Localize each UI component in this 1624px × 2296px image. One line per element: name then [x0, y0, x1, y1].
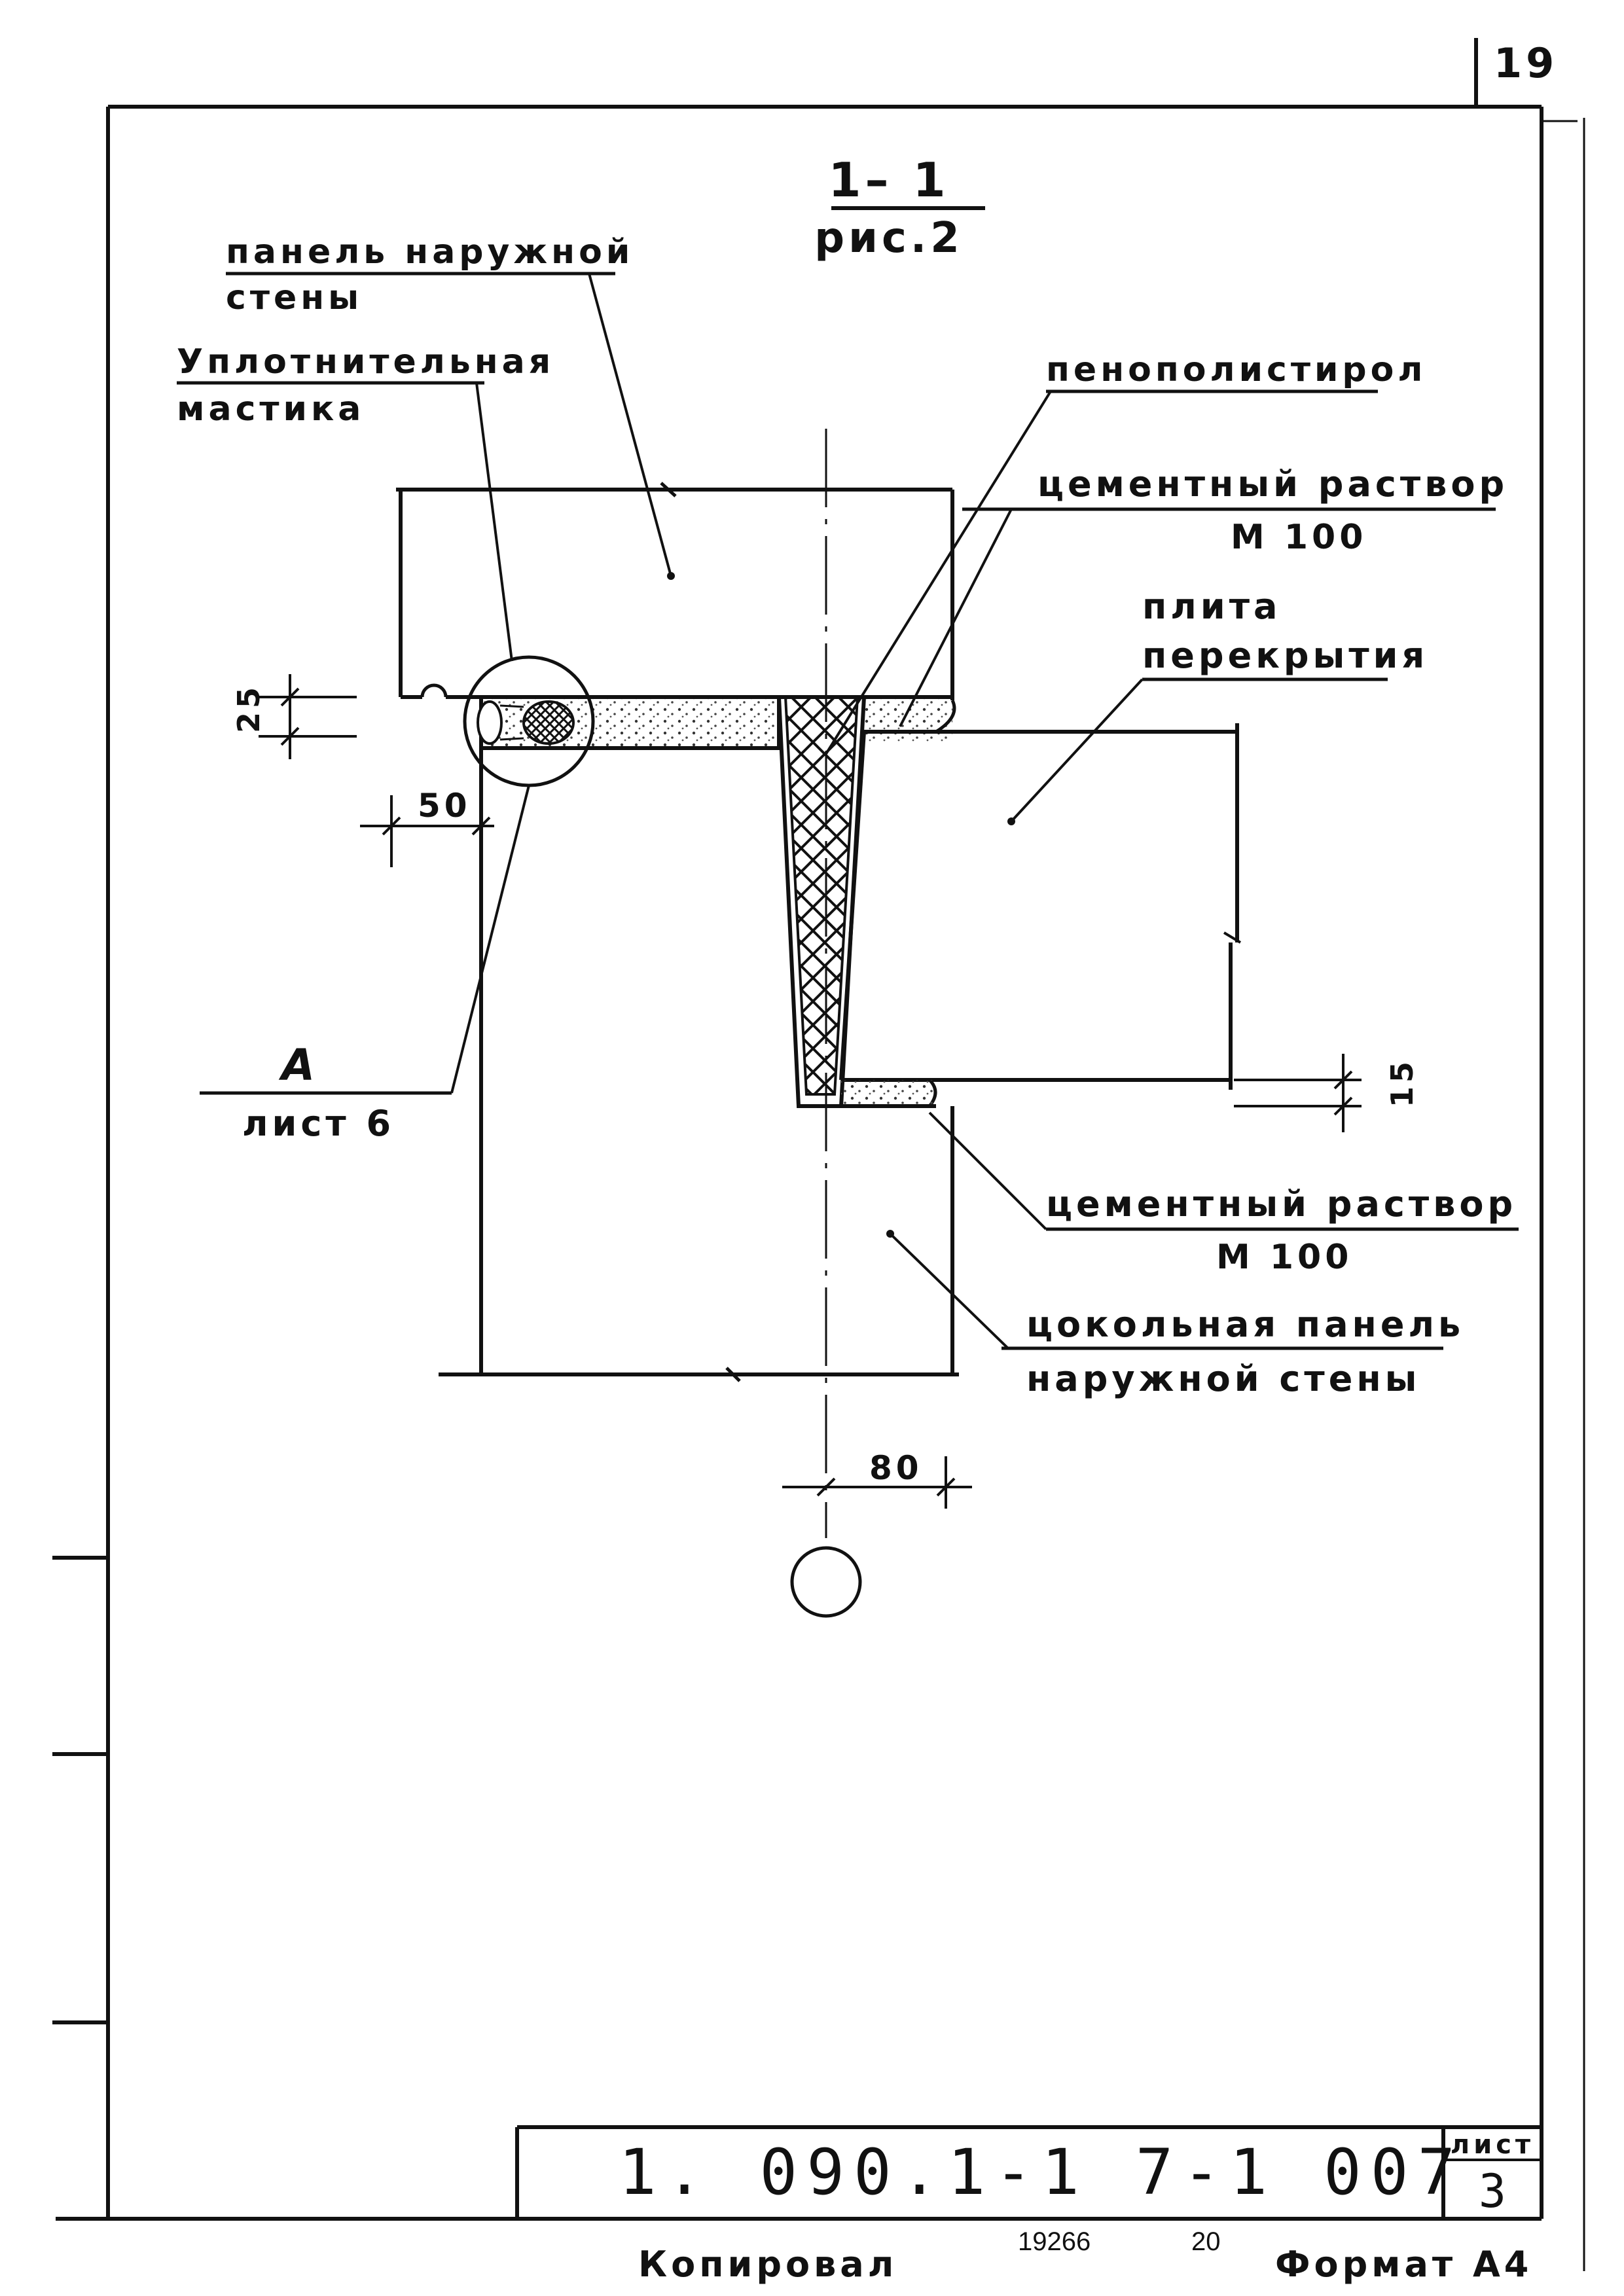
sheet-format: Формат А4 [1275, 2244, 1532, 2285]
floor-slab-label-1: плита [1142, 586, 1281, 627]
title-block [515, 2125, 1542, 2219]
drawing-frame [56, 38, 1585, 2271]
bottom-mortar-bed [841, 1080, 933, 1106]
figure-label: рис.2 [814, 214, 963, 262]
section-title: 1– 1 рис.2 [814, 152, 985, 262]
mortar-bottom-label-1: цементный раствор [1046, 1183, 1517, 1225]
floor-slab [839, 699, 1242, 1107]
dimension-80 [782, 1456, 972, 1509]
callout-floor-slab: плита перекрытия [1007, 586, 1428, 825]
dimension-15 [1234, 1054, 1362, 1132]
document-code: 1. 090.1-1 7-1 007 [619, 2136, 1464, 2209]
detail-a-sheet-label: лист 6 [242, 1103, 395, 1144]
upper-wall-panel [396, 482, 954, 700]
sealing-mastic-label-1: Уплотнительная [177, 342, 554, 382]
dimension-25-label: 25 [231, 683, 266, 733]
outer-wall-panel-label-1: панель наружной [226, 232, 634, 272]
callout-outer-wall-panel: панель наружной стены [226, 232, 675, 580]
polystyrene-insert [784, 696, 859, 1096]
page-number: 19 [1494, 39, 1558, 87]
top-mortar-bed [864, 697, 952, 743]
center-axis [790, 429, 862, 1618]
outer-wall-panel-label-2: стены [226, 278, 363, 317]
plinth-panel-label-2: наружной стены [1026, 1358, 1420, 1399]
callout-polystyrene: пенополистирол [823, 350, 1426, 757]
plinth-panel [439, 748, 959, 1382]
callout-sealing-mastic: Уплотнительная мастика [177, 342, 554, 662]
callout-mortar-top: цементный раствор М 100 [899, 463, 1508, 727]
dimension-80-label: 80 [869, 1449, 923, 1487]
sealing-mastic-label-2: мастика [177, 389, 365, 429]
mastic-seal [463, 655, 595, 787]
sheet-number: 3 [1479, 2164, 1506, 2218]
order-suffix: 20 [1191, 2227, 1221, 2256]
tapered-joint [776, 695, 867, 1108]
axis-marker [790, 1546, 862, 1618]
detail-a-label: А [278, 1040, 319, 1090]
plinth-panel-label-1: цокольная панель [1026, 1304, 1464, 1345]
copied-by: Копировал [638, 2244, 897, 2285]
section-mark: 1– 1 [828, 152, 949, 207]
mortar-bottom-label-2: М 100 [1216, 1238, 1352, 1277]
dimension-15-label: 15 [1384, 1058, 1420, 1107]
mortar-top-label-2: М 100 [1231, 518, 1367, 557]
binding-ticks [52, 1556, 108, 2024]
callout-plinth-panel: цокольная панель наружной стены [886, 1230, 1464, 1399]
dimension-50-label: 50 [418, 787, 471, 825]
sheet-label: лист [1451, 2130, 1534, 2160]
floor-slab-label-2: перекрытия [1142, 635, 1428, 676]
mortar-top-label-1: цементный раствор [1038, 463, 1508, 505]
dimension-25 [259, 674, 357, 759]
order-number: 19266 [1018, 2227, 1091, 2256]
dimension-50 [360, 795, 494, 867]
callout-detail-a: А лист 6 [200, 785, 530, 1144]
polystyrene-label: пенополистирол [1046, 350, 1426, 389]
callout-mortar-bottom: цементный раствор М 100 [928, 1111, 1519, 1277]
